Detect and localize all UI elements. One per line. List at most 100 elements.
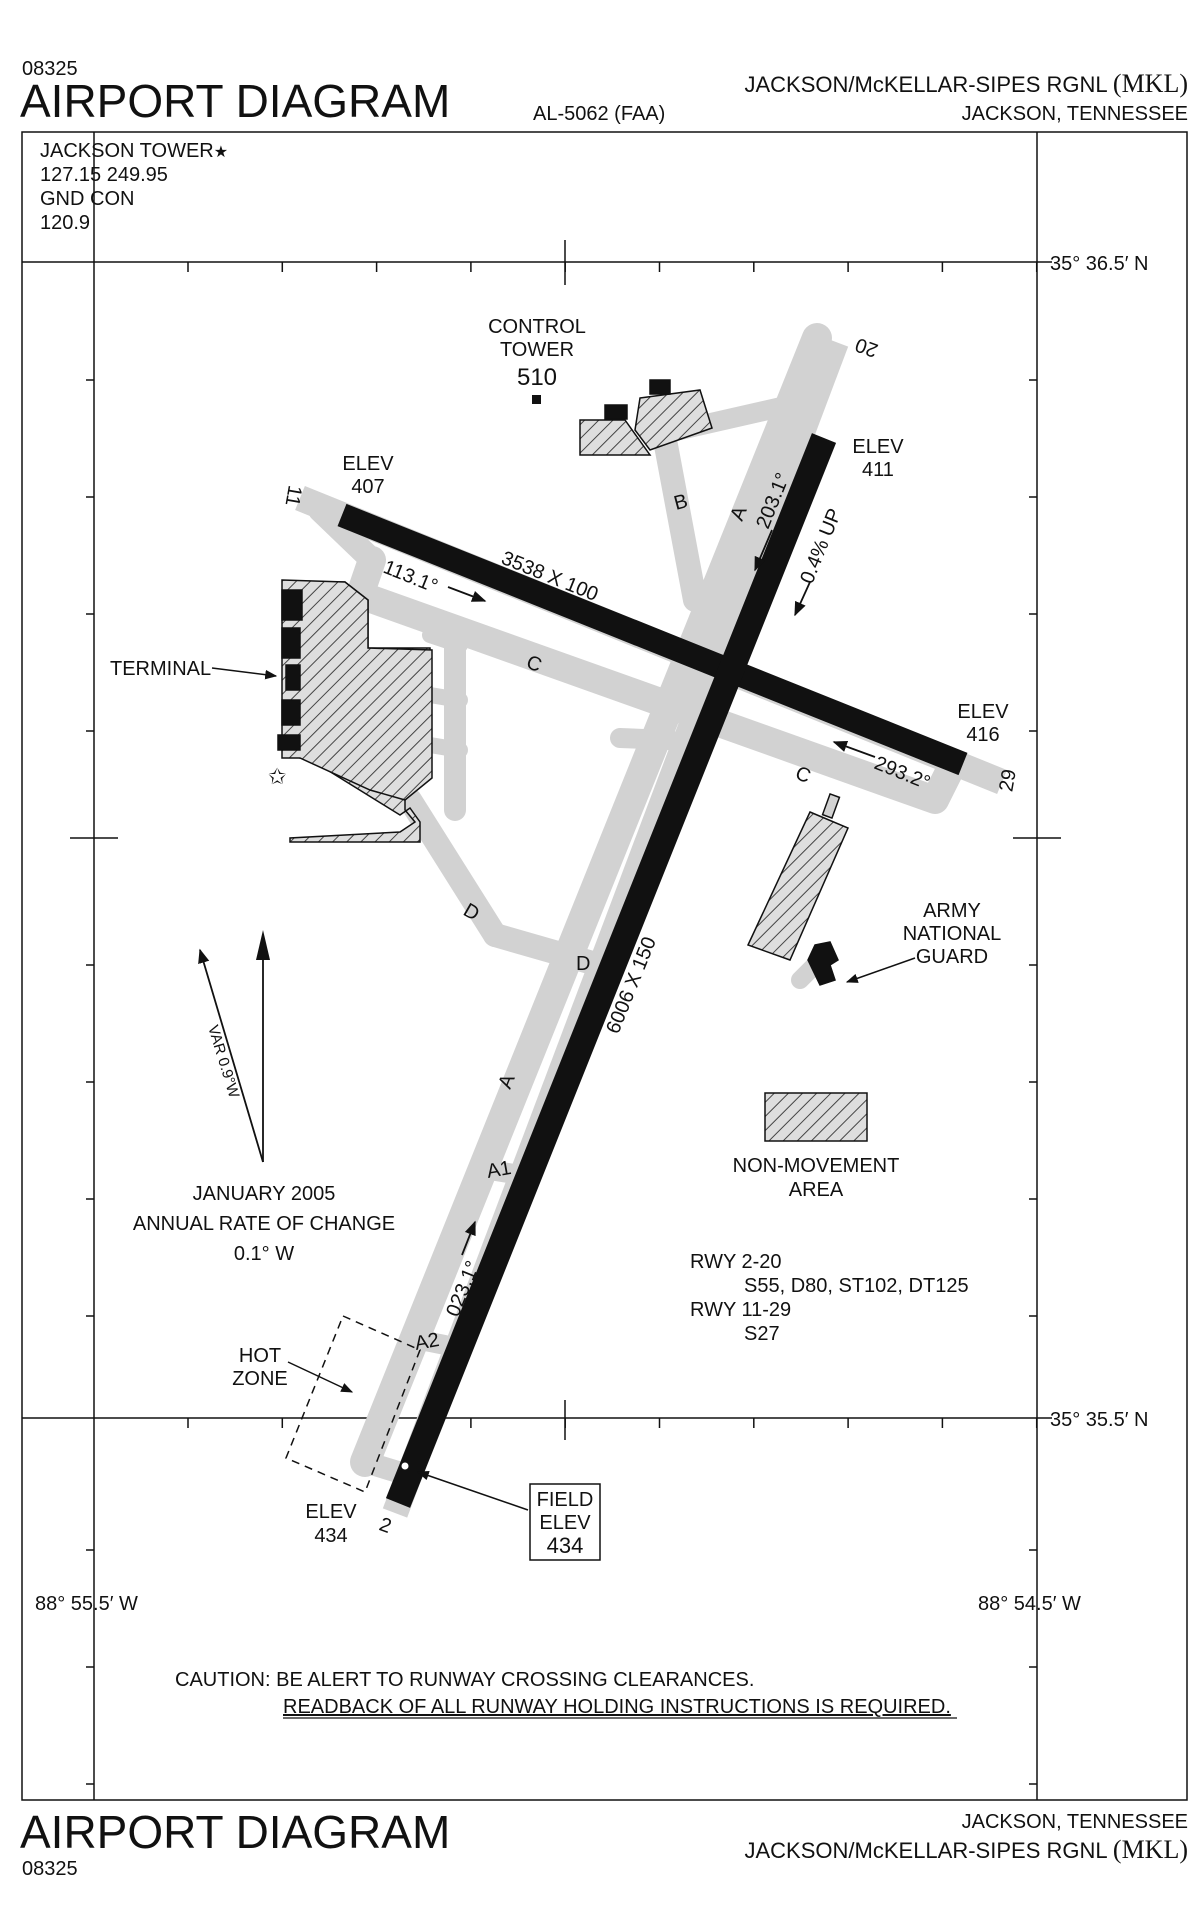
taxiway-c-parallel [346, 546, 964, 814]
strength-rwy1: RWY 2-20 [690, 1251, 782, 1273]
al-number: AL-5062 (FAA) [533, 103, 665, 125]
title-top: AIRPORT DIAGRAM [20, 75, 450, 127]
bearing-113-arrow [447, 586, 487, 602]
taxiway-d-link [610, 728, 680, 750]
taxiway-d-diag [398, 788, 507, 947]
terminal-leader [211, 667, 278, 680]
army-guard-stub [821, 792, 841, 820]
field-elev-leader [416, 1470, 529, 1511]
city-state-top: JACKSON, TENNESSEE [962, 103, 1188, 125]
caution-line2: READBACK OF ALL RUNWAY HOLDING INSTRUCTI… [283, 1696, 951, 1718]
field-elevation-point [401, 1462, 409, 1470]
runway-11-29 [337, 503, 968, 776]
hot-zone-line1: HOT [239, 1345, 281, 1367]
header: 08325 AIRPORT DIAGRAM AL-5062 (FAA) JACK… [20, 58, 1188, 127]
hot-zone-leader [287, 1361, 354, 1393]
taxiway-label-d-right: D [576, 953, 590, 975]
runway-end-2: 2 [376, 1514, 394, 1538]
city-state-bottom: JACKSON, TENNESSEE [962, 1811, 1188, 1833]
elev-2-value: 434 [314, 1525, 347, 1547]
control-tower-line2: TOWER [500, 339, 574, 361]
army-label-line1: ARMY [923, 900, 981, 922]
army-leader [845, 957, 916, 983]
variation-rate-label: ANNUAL RATE OF CHANGE [133, 1213, 395, 1235]
terminal-block-4 [281, 699, 301, 726]
airport-name-top: JACKSON/McKELLAR-SIPES RGNL (MKL) [745, 69, 1189, 98]
taxiway-a-parallel [350, 323, 832, 1477]
chart-frame [21, 131, 1188, 1801]
tower-freqs: 127.15 249.95 [40, 164, 168, 186]
variation-date: JANUARY 2005 [193, 1183, 336, 1205]
army-guard-building [807, 941, 839, 986]
army-guard-apron [746, 811, 849, 961]
elev-20-label: ELEV [852, 436, 904, 458]
taxiway-apron-stub2 [422, 687, 468, 708]
tower-ramp-left [579, 419, 652, 456]
nonmove-line2: AREA [789, 1179, 844, 1201]
ground-freq: 120.9 [40, 212, 90, 234]
hot-zone-line2: ZONE [232, 1368, 288, 1390]
feature-labels: CONTROL TOWER 510 TERMINAL ✩ ARMY NATION… [110, 316, 1002, 1561]
taxiway-label-b: B [672, 490, 691, 515]
tick-marks [86, 262, 1038, 1785]
caution-note: CAUTION: BE ALERT TO RUNWAY CROSSING CLE… [175, 1669, 957, 1719]
elev-20-value: 411 [862, 459, 894, 481]
taxiway-apron-stub1 [422, 627, 468, 653]
elev-29-value: 416 [966, 724, 999, 746]
lat-bottom: 35° 35.5′ N [1050, 1409, 1148, 1431]
field-elev-line2: ELEV [539, 1512, 591, 1534]
elev-11-value: 407 [351, 476, 384, 498]
taxiway-label-a2: A2 [413, 1329, 441, 1355]
tower-ramp-right [634, 389, 713, 451]
field-elev-box [529, 1483, 601, 1561]
elev-29-label: ELEV [957, 701, 1009, 723]
frequency-box: JACKSON TOWER★ 127.15 249.95 GND CON 120… [40, 140, 228, 234]
lat-top: 35° 36.5′ N [1050, 253, 1148, 275]
taxiways [308, 323, 964, 1483]
nonmove-line1: NON-MOVEMENT [733, 1155, 900, 1177]
non-movement-swatch [764, 1092, 868, 1142]
tower-ramp-block-1 [604, 404, 628, 420]
control-tower-elev: 510 [517, 364, 557, 391]
gradient-arrow [794, 581, 811, 617]
field-elev-value: 434 [547, 1533, 584, 1558]
taxiway-a-south [354, 1451, 409, 1483]
bearing-203-arrow [754, 529, 773, 572]
field-elev-line1: FIELD [537, 1489, 594, 1511]
elev-2-label: ELEV [305, 1501, 357, 1523]
airport-beacon-star: ✩ [268, 764, 286, 789]
footer: AIRPORT DIAGRAM 08325 JACKSON, TENNESSEE… [20, 1806, 1188, 1880]
bearing-023-arrow [461, 1220, 476, 1256]
runway-end-29: 29 [995, 768, 1021, 794]
taxiway-apron-stub3 [422, 737, 468, 758]
army-label-line2: NATIONAL [903, 923, 1002, 945]
runway-end-20: 20 [852, 333, 880, 361]
strength-rwy2-values: S27 [744, 1323, 780, 1345]
buildings [277, 379, 868, 1142]
terminal-block-5 [277, 734, 301, 751]
coordinate-labels: 35° 36.5′ N 35° 35.5′ N 88° 55.5′ W 88° … [35, 253, 1148, 1615]
terminal-building [281, 579, 433, 801]
true-north-arrowhead [256, 930, 270, 960]
chart-number-top: 08325 [22, 58, 78, 80]
control-tower-icon [532, 395, 541, 404]
terminal-label: TERMINAL [110, 658, 211, 680]
lon-left: 88° 55.5′ W [35, 1593, 138, 1615]
lon-right: 88° 54.5′ W [978, 1593, 1081, 1615]
runway-end-11: 11 [280, 484, 305, 508]
taxiway-a2 [400, 1328, 455, 1355]
terminal-block-1 [281, 589, 303, 621]
strength-rwy2: RWY 11-29 [690, 1299, 791, 1321]
title-bottom: AIRPORT DIAGRAM [20, 1806, 450, 1858]
bearing-293-arrow [832, 741, 876, 758]
ground-label: GND CON [40, 188, 134, 210]
terminal-block-3 [285, 664, 301, 691]
runways [295, 337, 1007, 1518]
army-label-line3: GUARD [916, 946, 988, 968]
strength-rwy1-values: S55, D80, ST102, DT125 [744, 1275, 969, 1297]
runway-strength: RWY 2-20 S55, D80, ST102, DT125 RWY 11-2… [690, 1251, 969, 1345]
taxiway-label-c-right: C [792, 762, 814, 788]
taxiway-b [653, 428, 707, 612]
elev-11-label: ELEV [342, 453, 394, 475]
